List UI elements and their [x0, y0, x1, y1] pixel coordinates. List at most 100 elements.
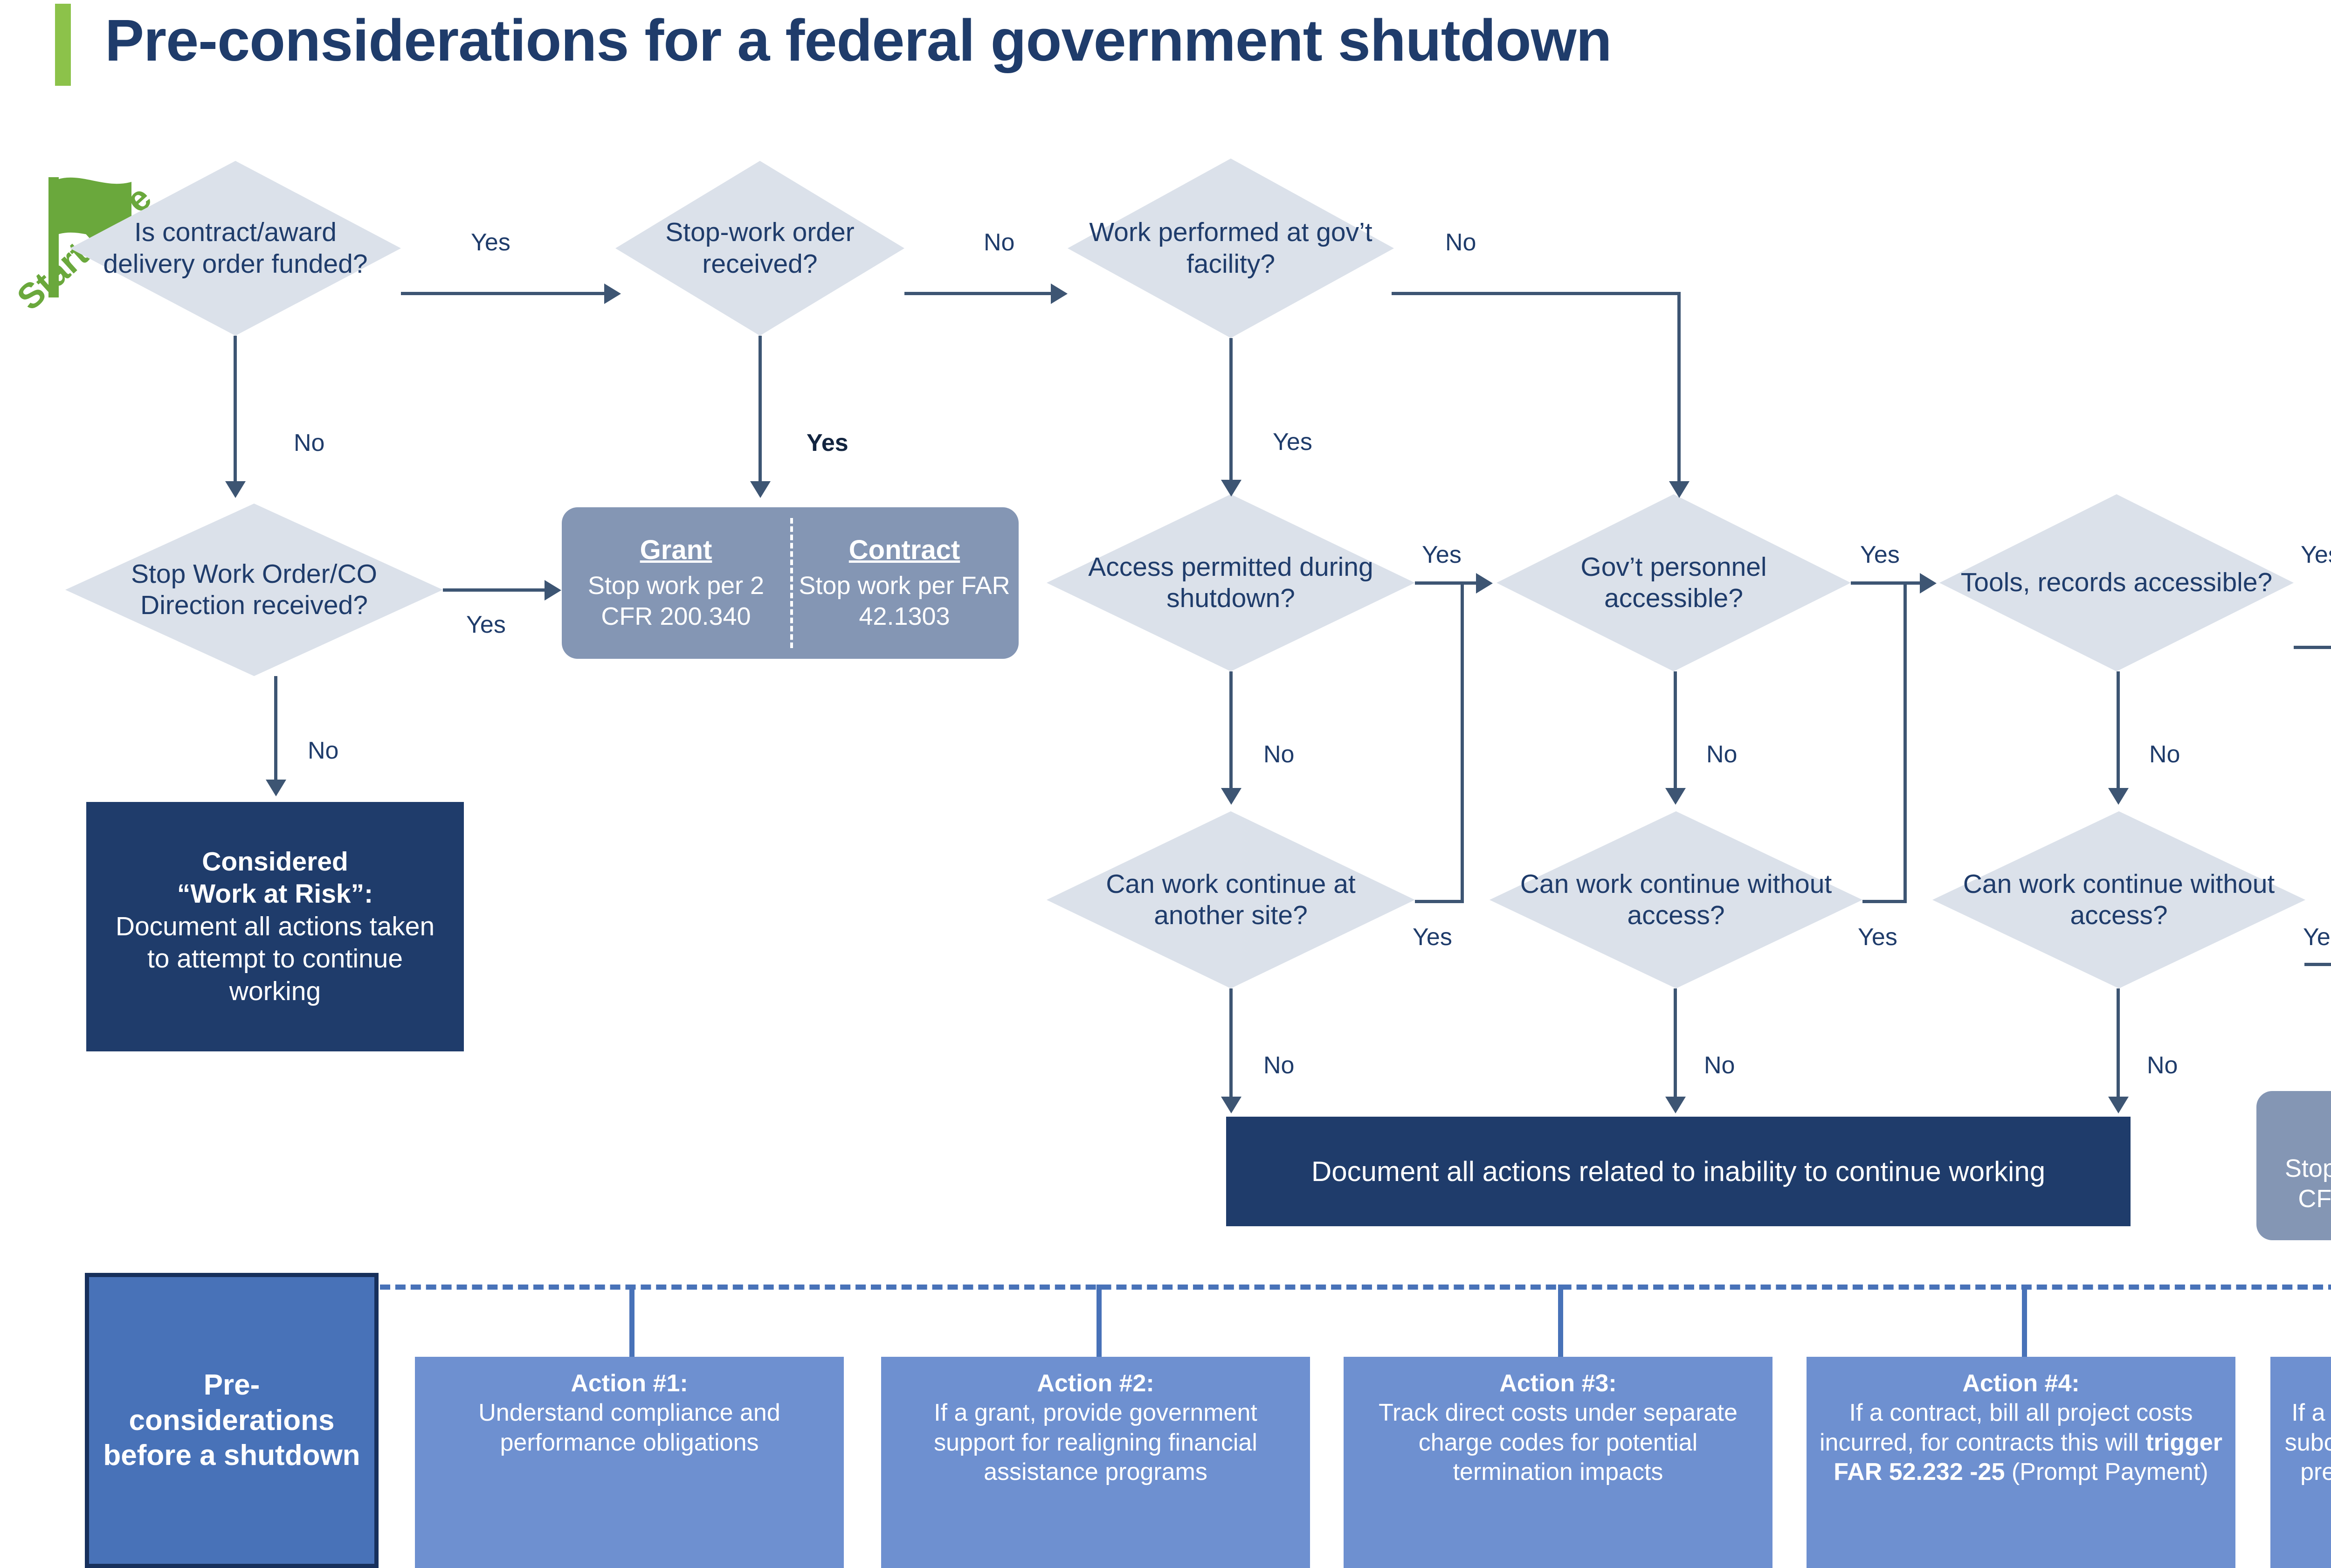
edge-label-access-yes: Yes	[1422, 541, 1462, 568]
action-2-title: Action #2:	[1037, 1370, 1154, 1397]
grant-column: Grant Stop work per 2 CFR 200.340	[562, 534, 790, 632]
action-box-2: Action #2: If a grant, provide governmen…	[881, 1357, 1310, 1568]
arrowhead-down	[1669, 481, 1690, 498]
title-accent-bar	[55, 4, 71, 86]
arrowhead-right	[1051, 283, 1068, 304]
decision-stop-work-received-label: Stop-work order received?	[665, 217, 855, 279]
action-4-body-bold: trigger FAR 52.232 -25	[1834, 1429, 2223, 1486]
action-stem-2	[1097, 1285, 1102, 1357]
decision-funded[interactable]: Is contract/award delivery order funded?	[70, 161, 401, 336]
action-4-body-post: (Prompt Payment)	[2005, 1458, 2208, 1486]
action-5-body: If a contract, refer to FAR 49.104 for s…	[2284, 1399, 2331, 1486]
edge-label-funded-yes: Yes	[471, 229, 510, 256]
edge-personnel-yes	[1851, 581, 1921, 585]
edge-label-govfac-no: No	[1445, 229, 1476, 256]
arrowhead-right	[1920, 573, 1937, 594]
edge-tools-no	[2117, 671, 2120, 791]
decision-swo-co-direction[interactable]: Stop Work Order/CO Direction received?	[65, 504, 443, 676]
edge-label-tools-no: No	[2149, 741, 2180, 768]
edge-without-access1-yes-h	[1862, 900, 1907, 903]
decision-access-permitted[interactable]: Access permitted during shutdown?	[1047, 494, 1415, 671]
edge-label-funded-no: No	[294, 429, 325, 456]
edge-another-site-yes-v	[1461, 583, 1464, 903]
edge-personnel-no	[1674, 671, 1677, 791]
edge-label-without-access1-no: No	[1704, 1052, 1735, 1079]
grant-contract-divider	[790, 518, 793, 649]
decision-gov-facility[interactable]: Work performed at gov’t facility?	[1068, 159, 1394, 338]
edge-label-access-no: No	[1263, 741, 1295, 768]
edge-label-without-access2-yes: Yes	[2303, 924, 2331, 951]
edge-govfac-no-v	[1677, 292, 1681, 484]
arrowhead-down	[266, 780, 286, 796]
edge-without-access2-no	[2117, 988, 2120, 1100]
action-stem-3	[1558, 1285, 1563, 1357]
edge-without-access1-yes-v	[1903, 583, 1907, 903]
arrowhead-down	[225, 481, 246, 498]
edge-govfac-yes	[1229, 338, 1233, 483]
edge-label-swo-yes: Yes	[466, 611, 506, 638]
edge-another-site-yes-h	[1415, 900, 1464, 903]
arrowhead-down	[2108, 788, 2129, 805]
edge-stopwork-yes	[759, 336, 762, 484]
action-4-body: If a contract, bill all project costs in…	[1817, 1398, 2225, 1487]
edge-govfac-no-h	[1392, 292, 1681, 295]
document-inability-box: Document all actions related to inabilit…	[1226, 1117, 2131, 1226]
edge-label-without-access2-no: No	[2147, 1052, 2178, 1079]
decision-another-site-label: Can work continue at another site?	[1106, 869, 1356, 930]
edge-without-access2-yes-h	[2304, 963, 2331, 966]
grant-header: Grant	[2256, 1117, 2331, 1150]
action-1-title: Action #1:	[571, 1370, 688, 1397]
decision-swo-co-direction-label: Stop Work Order/CO Direction received?	[131, 559, 377, 620]
edge-label-tools-yes: Yes	[2301, 541, 2331, 568]
document-inability-text: Document all actions related to inabilit…	[1311, 1155, 2046, 1187]
arrowhead-down	[1665, 1097, 1686, 1113]
action-1-body: Understand compliance and performance ob…	[478, 1399, 780, 1456]
decision-without-access-1-label: Can work continue without access?	[1520, 869, 1832, 930]
contract-column: Contract Stop work per FAR 42.1303	[790, 534, 1019, 632]
arrowhead-down	[1665, 788, 1686, 805]
action-4-body-pre: If a contract, bill all project costs in…	[1819, 1399, 2193, 1456]
grant-header: Grant	[640, 535, 712, 566]
decision-gov-facility-label: Work performed at gov’t facility?	[1089, 217, 1372, 279]
grant-contract-box-bottom: Grant Stop work per 2 CFR 200.340 Contra…	[2256, 1091, 2331, 1240]
action-2-body: If a grant, provide government support f…	[934, 1399, 1257, 1486]
decision-without-access-2-label: Can work continue without access?	[1963, 869, 2275, 930]
decision-without-access-2[interactable]: Can work continue without access?	[1932, 811, 2305, 988]
decision-tools-records-label: Tools, records accessible?	[1960, 567, 2273, 598]
arrowhead-right	[604, 283, 621, 304]
decision-without-access-1[interactable]: Can work continue without access?	[1490, 811, 1862, 988]
page-title: Pre-considerations for a federal governm…	[105, 7, 1612, 73]
decision-tools-records[interactable]: Tools, records accessible?	[1939, 494, 2294, 671]
action-stem-1	[629, 1285, 634, 1357]
contract-body: Stop work per FAR 42.1303	[799, 572, 1010, 630]
edge-label-stopwork-yes: Yes	[807, 429, 848, 456]
edge-label-govfac-yes: Yes	[1273, 428, 1312, 456]
decision-stop-work-received[interactable]: Stop-work order received?	[615, 161, 904, 336]
edge-label-swo-no: No	[308, 737, 339, 764]
action-rail	[380, 1285, 2331, 1290]
edge-label-stopwork-no: No	[984, 229, 1015, 256]
pre-considerations-box: Pre-considerations before a shutdown	[85, 1273, 379, 1568]
decision-access-permitted-label: Access permitted during shutdown?	[1088, 552, 1373, 613]
edge-label-another-site-yes: Yes	[1413, 924, 1452, 951]
edge-funded-no	[234, 336, 237, 484]
grant-column: Grant Stop work per 2 CFR 200.340	[2256, 1117, 2331, 1215]
action-3-body: Track direct costs under separate charge…	[1379, 1399, 1738, 1486]
action-box-3: Action #3: Track direct costs under sepa…	[1344, 1357, 1772, 1568]
arrowhead-down	[1221, 480, 1241, 497]
green-flag-icon	[48, 177, 131, 297]
work-at-risk-box: Considered “Work at Risk”: Document all …	[86, 802, 464, 1051]
decision-gov-personnel[interactable]: Gov’t personnel accessible?	[1497, 494, 1851, 671]
arrowhead-down	[1221, 1097, 1241, 1113]
grant-contract-box-top: Grant Stop work per 2 CFR 200.340 Contra…	[562, 507, 1019, 659]
decision-another-site[interactable]: Can work continue at another site?	[1047, 811, 1415, 988]
edge-another-site-no	[1229, 988, 1233, 1100]
edge-label-personnel-yes: Yes	[1860, 541, 1900, 568]
contract-header: Contract	[848, 535, 960, 566]
action-box-4: Action #4: If a contract, bill all proje…	[1807, 1357, 2235, 1568]
action-4-title: Action #4:	[1962, 1370, 2080, 1397]
action-stem-4	[2022, 1285, 2027, 1357]
decision-gov-personnel-label: Gov’t personnel accessible?	[1580, 552, 1767, 613]
action-3-title: Action #3:	[1499, 1370, 1617, 1397]
edge-label-without-access1-yes: Yes	[1858, 924, 1897, 951]
